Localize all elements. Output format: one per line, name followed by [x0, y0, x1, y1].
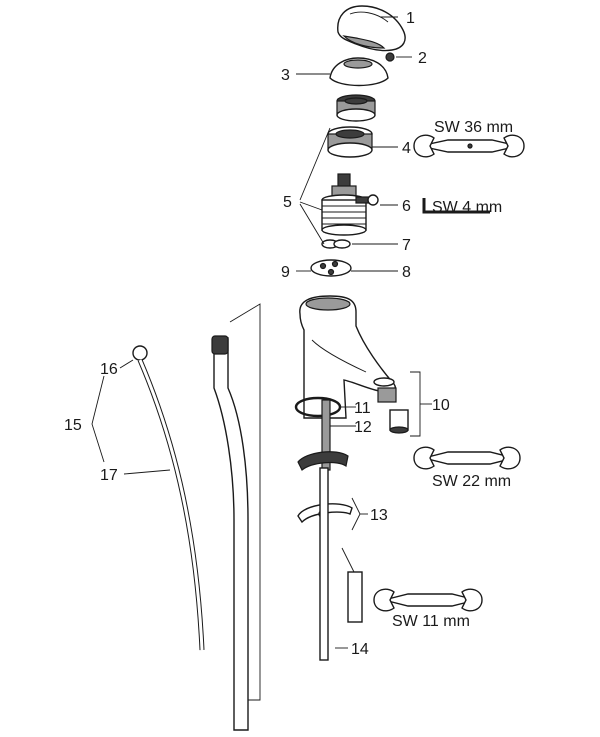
label-4: 4 [402, 140, 411, 157]
part-17-lift-rod [137, 359, 205, 651]
label-14: 14 [351, 641, 369, 658]
label-6: 6 [402, 198, 411, 215]
label-2: 2 [418, 50, 427, 67]
label-8: 8 [402, 264, 411, 281]
wrench-22-icon [413, 446, 521, 470]
part-16-knob [132, 345, 148, 361]
mixer-body [299, 295, 396, 419]
tool-label-sw22: SW 22 mm [432, 473, 511, 490]
label-7: 7 [402, 237, 411, 254]
tool-label-sw4: SW 4 mm [432, 199, 502, 216]
hex-key-4-icon [422, 198, 490, 214]
label-1: 1 [406, 10, 415, 27]
part-ring-upper [336, 94, 376, 122]
wrench-36-icon [413, 134, 525, 158]
label-10: 10 [432, 397, 450, 414]
flexible-hose [211, 303, 261, 731]
label-12: 12 [354, 419, 372, 436]
part-4-nut [327, 126, 373, 158]
label-17: 17 [100, 467, 118, 484]
part-6-screw [355, 194, 379, 206]
leader-17 [123, 469, 171, 475]
part-10-aerator [373, 377, 409, 434]
part-14-rods [319, 467, 363, 661]
part-8-seat-disc [310, 259, 352, 277]
bracket-5 [299, 127, 331, 245]
part-5-cartridge [321, 173, 367, 236]
part-7-o-rings [321, 239, 351, 249]
tool-label-sw36: SW 36 mm [434, 119, 513, 136]
label-13: 13 [370, 507, 388, 524]
wrench-11-icon [373, 588, 483, 612]
part-1-handle [337, 5, 406, 52]
bracket-13 [351, 497, 361, 531]
label-11: 11 [354, 400, 371, 417]
leader-16 [119, 359, 134, 369]
tool-label-sw11: SW 11 mm [392, 613, 470, 630]
part-2-screw [385, 52, 395, 62]
label-3: 3 [281, 67, 290, 84]
bracket-10 [410, 371, 421, 437]
bracket-15 [91, 375, 105, 463]
label-9: 9 [281, 264, 290, 281]
label-15: 15 [64, 417, 82, 434]
label-5: 5 [283, 194, 292, 211]
label-16: 16 [100, 361, 118, 378]
part-3-cap [329, 57, 389, 87]
